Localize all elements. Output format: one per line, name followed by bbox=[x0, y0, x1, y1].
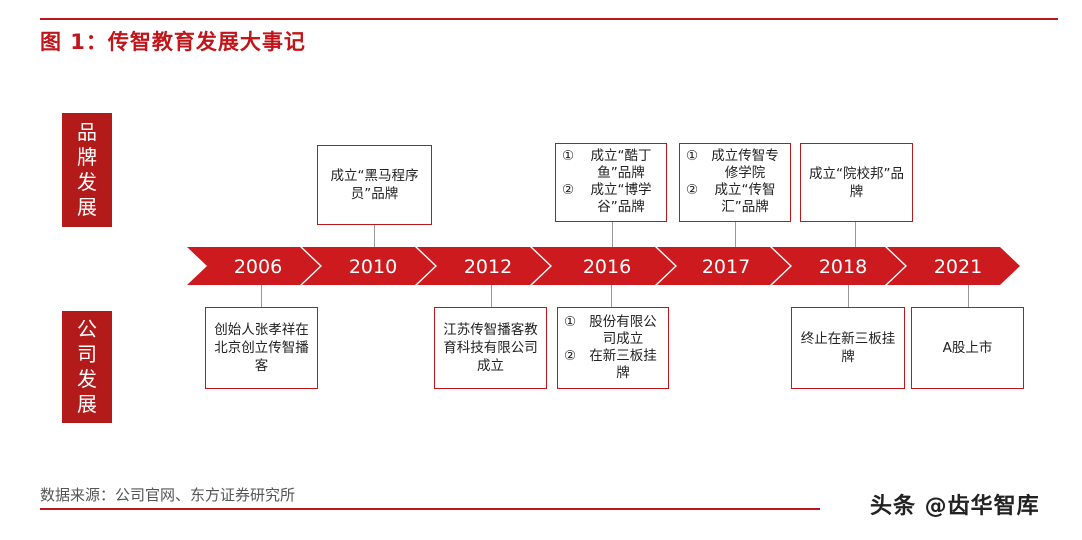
watermark: 头条 @齿华智库 bbox=[870, 494, 1040, 519]
connector-brand-2010 bbox=[374, 225, 375, 247]
connector-company-2016 bbox=[611, 285, 612, 307]
brand-event-2017: ① 成立传智专修学院 ② 成立“传智汇”品牌 bbox=[679, 143, 791, 222]
company-event-2018: 终止在新三板挂牌 bbox=[791, 307, 905, 389]
arrow-segment-2017 bbox=[657, 247, 790, 285]
year-2016: 2016 bbox=[582, 256, 632, 278]
company-event-2016: ① 股份有限公司成立 ② 在新三板挂牌 bbox=[557, 307, 669, 389]
arrow-segment-2021 bbox=[887, 247, 1020, 285]
list-item: ① 成立“酷丁鱼”品牌 bbox=[562, 148, 652, 181]
list-item: ② 成立“传智汇”品牌 bbox=[686, 182, 776, 215]
year-2010: 2010 bbox=[348, 256, 398, 278]
company-event-2006: 创始人张孝祥在北京创立传智播客 bbox=[205, 307, 318, 389]
company-event-2021: A股上市 bbox=[911, 307, 1024, 389]
list-item: ① 成立传智专修学院 bbox=[686, 148, 779, 181]
source-note: 数据来源：公司官网、东方证券研究所 bbox=[40, 486, 296, 504]
arrow-segment-2016 bbox=[532, 247, 675, 285]
arrow-segment-2018 bbox=[772, 247, 905, 285]
year-2012: 2012 bbox=[463, 256, 513, 278]
connector-brand-2018 bbox=[855, 222, 856, 247]
year-2018: 2018 bbox=[818, 256, 868, 278]
connector-company-2021 bbox=[968, 285, 969, 307]
connector-company-2012 bbox=[491, 285, 492, 307]
figure-title: 图 1：传智教育发展大事记 bbox=[40, 30, 306, 54]
arrow-segment-2012 bbox=[417, 247, 550, 285]
year-2021: 2021 bbox=[933, 256, 983, 278]
year-2017: 2017 bbox=[701, 256, 751, 278]
connector-company-2018 bbox=[848, 285, 849, 307]
bottom-rule bbox=[40, 508, 820, 510]
company-development-label: 公司 发展 bbox=[62, 311, 112, 423]
connector-company-2006 bbox=[261, 285, 262, 307]
list-item: ② 在新三板挂牌 bbox=[564, 348, 657, 381]
brand-development-label: 品牌 发展 bbox=[62, 113, 112, 227]
brand-event-2016: ① 成立“酷丁鱼”品牌 ② 成立“博学谷”品牌 bbox=[555, 143, 667, 222]
year-2006: 2006 bbox=[233, 256, 283, 278]
list-item: ② 成立“博学谷”品牌 bbox=[562, 182, 652, 215]
connector-brand-2016 bbox=[612, 222, 613, 247]
brand-event-2018: 成立“院校邦”品牌 bbox=[800, 143, 913, 222]
arrow-segment-2010 bbox=[302, 247, 435, 285]
company-event-2012: 江苏传智播客教育科技有限公司成立 bbox=[434, 307, 547, 389]
arrow-segment-2006 bbox=[187, 247, 320, 285]
list-item: ① 股份有限公司成立 bbox=[564, 314, 657, 347]
top-rule bbox=[40, 18, 1058, 20]
connector-brand-2017 bbox=[735, 222, 736, 247]
brand-event-2010: 成立“黑马程序员”品牌 bbox=[317, 145, 432, 225]
